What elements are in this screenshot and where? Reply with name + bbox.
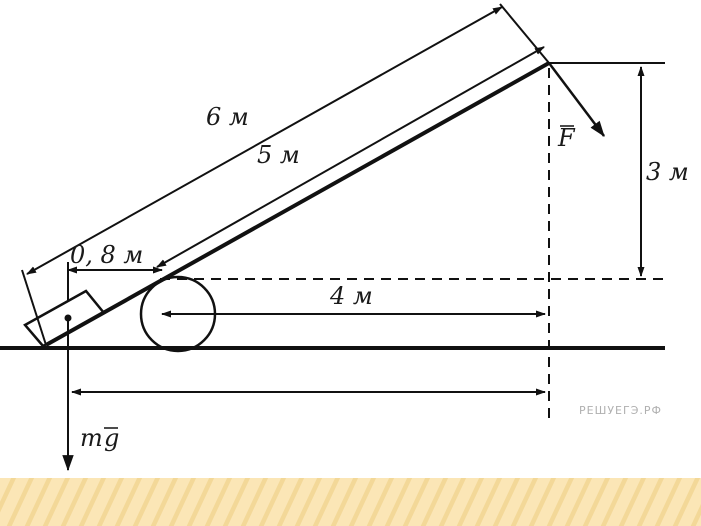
label-3m: 3 м: [646, 158, 689, 186]
decorative-stripe-band: [0, 478, 701, 526]
dimension-5m: [156, 46, 545, 268]
force-vector: [548, 62, 605, 137]
label-6m: 6 м: [206, 103, 249, 131]
load-box: [23, 289, 106, 348]
label-5m: 5 м: [257, 141, 300, 169]
label-08m: 0, 8 м: [70, 241, 143, 269]
extension-6m-right: [499, 3, 550, 64]
watermark: РЕШУЕГЭ.РФ: [579, 404, 662, 417]
label-weight-g: g: [104, 424, 119, 452]
label-force: F: [557, 124, 576, 152]
label-weight-m: m: [80, 424, 103, 452]
extension-6m-left: [21, 269, 47, 346]
label-4m: 4 м: [329, 282, 373, 310]
label-force-letter: F: [557, 124, 576, 152]
label-weight: m g: [80, 424, 119, 452]
inclined-board: [45, 61, 550, 347]
